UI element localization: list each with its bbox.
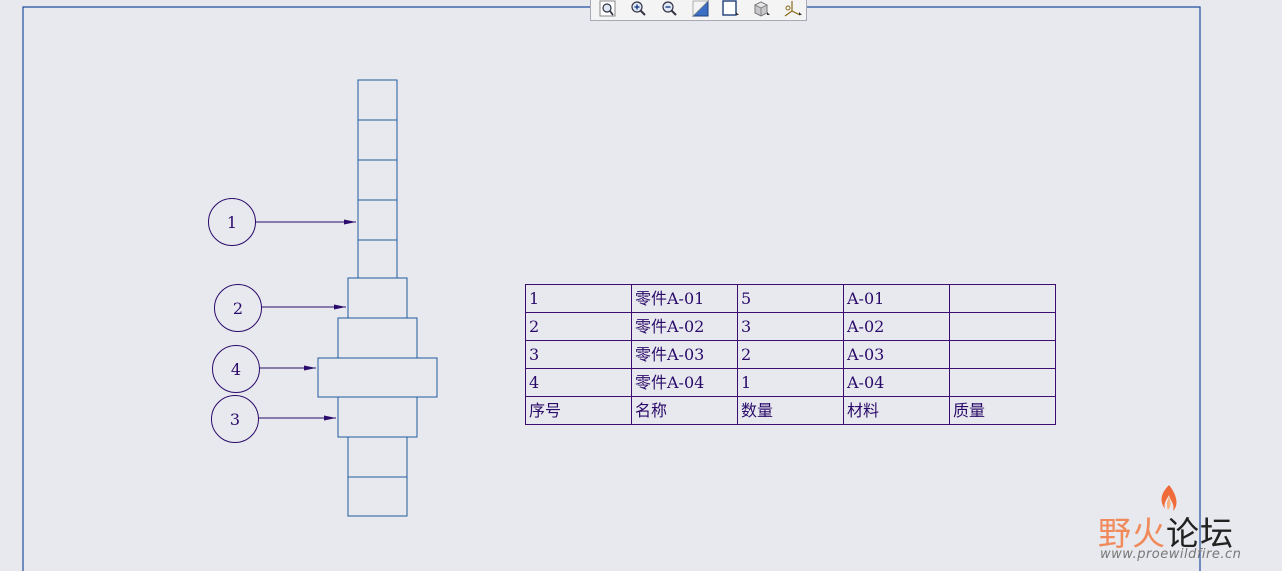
watermark-title-part1: 野火 <box>1098 514 1166 553</box>
table-cell[interactable]: A-03 <box>843 340 950 369</box>
zoom-in-icon <box>631 1 646 16</box>
refit-button[interactable] <box>595 0 621 19</box>
assembly-view[interactable] <box>317 79 438 517</box>
part-1-segment[interactable] <box>357 159 398 201</box>
orient-button[interactable] <box>718 0 744 19</box>
table-cell[interactable] <box>949 340 1056 369</box>
repaint-button[interactable] <box>688 0 714 19</box>
table-cell[interactable]: 3 <box>525 340 632 369</box>
balloon-label: 1 <box>227 213 237 232</box>
table-row[interactable]: 3 零件A-03 2 A-03 <box>525 340 1056 369</box>
watermark-title-part2: 论坛 <box>1166 514 1234 553</box>
table-cell[interactable]: 5 <box>737 284 844 313</box>
table-header-row[interactable]: 序号 名称 数量 材料 质量 <box>525 396 1056 425</box>
part-2-lower-segment[interactable] <box>347 436 408 478</box>
balloon-label: 4 <box>231 360 241 379</box>
header-cell[interactable]: 材料 <box>843 396 950 425</box>
display-style-button[interactable] <box>749 0 775 19</box>
zoom-in-button[interactable] <box>626 0 652 19</box>
forum-watermark: 野火论坛 www.proewildfire.cn <box>1095 483 1275 563</box>
table-cell[interactable]: 1 <box>525 284 632 313</box>
part-1-segment[interactable] <box>357 199 398 241</box>
orient-icon <box>722 0 740 16</box>
table-cell[interactable]: 2 <box>525 312 632 341</box>
datum-display-icon <box>784 1 803 17</box>
zoom-out-button[interactable] <box>657 0 683 19</box>
part-1-segment[interactable] <box>357 239 398 279</box>
table-cell[interactable] <box>949 284 1056 313</box>
table-cell[interactable]: A-02 <box>843 312 950 341</box>
display-style-icon <box>754 1 771 17</box>
balloon-label: 3 <box>230 410 240 429</box>
header-cell[interactable]: 数量 <box>737 396 844 425</box>
balloon-4[interactable]: 4 <box>212 345 317 393</box>
table-cell[interactable]: 零件A-04 <box>631 368 738 397</box>
table-cell[interactable]: 零件A-01 <box>631 284 738 313</box>
watermark-title: 野火论坛 <box>1098 507 1234 555</box>
balloon-3[interactable]: 3 <box>211 395 337 443</box>
table-cell[interactable]: 2 <box>737 340 844 369</box>
refit-icon <box>599 0 616 17</box>
bom-table[interactable]: 1 零件A-01 5 A-01 2 零件A-02 3 A-02 3 零件A-03… <box>525 284 1056 425</box>
table-cell[interactable] <box>949 312 1056 341</box>
table-cell[interactable]: 零件A-03 <box>631 340 738 369</box>
table-cell[interactable]: A-04 <box>843 368 950 397</box>
repaint-icon <box>691 0 709 17</box>
flame-icon <box>1161 485 1177 511</box>
datum-display-button[interactable] <box>780 0 806 19</box>
table-cell[interactable]: 零件A-02 <box>631 312 738 341</box>
part-2-body[interactable] <box>347 277 408 319</box>
table-cell[interactable]: 4 <box>525 368 632 397</box>
part-2-lower-segment[interactable] <box>347 476 408 517</box>
table-cell[interactable]: 3 <box>737 312 844 341</box>
header-cell[interactable]: 名称 <box>631 396 738 425</box>
table-row[interactable]: 2 零件A-02 3 A-02 <box>525 312 1056 341</box>
balloon-1[interactable]: 1 <box>208 198 357 246</box>
table-row[interactable]: 4 零件A-04 1 A-04 <box>525 368 1056 397</box>
header-cell[interactable]: 质量 <box>949 396 1056 425</box>
table-row[interactable]: 1 零件A-01 5 A-01 <box>525 284 1056 313</box>
table-cell[interactable]: 1 <box>737 368 844 397</box>
part-4-body[interactable] <box>317 357 438 398</box>
watermark-url: www.proewildfire.cn <box>1100 547 1242 562</box>
table-cell[interactable]: A-01 <box>843 284 950 313</box>
part-3-lower[interactable] <box>337 396 418 438</box>
graphics-toolbar <box>590 0 807 21</box>
header-cell[interactable]: 序号 <box>525 396 632 425</box>
part-1-segment[interactable] <box>357 119 398 161</box>
part-1-segment[interactable] <box>357 79 398 121</box>
balloon-2[interactable]: 2 <box>214 284 347 332</box>
table-cell[interactable] <box>949 368 1056 397</box>
balloon-label: 2 <box>233 299 243 318</box>
part-3-upper[interactable] <box>337 317 418 359</box>
zoom-out-icon <box>662 1 677 16</box>
